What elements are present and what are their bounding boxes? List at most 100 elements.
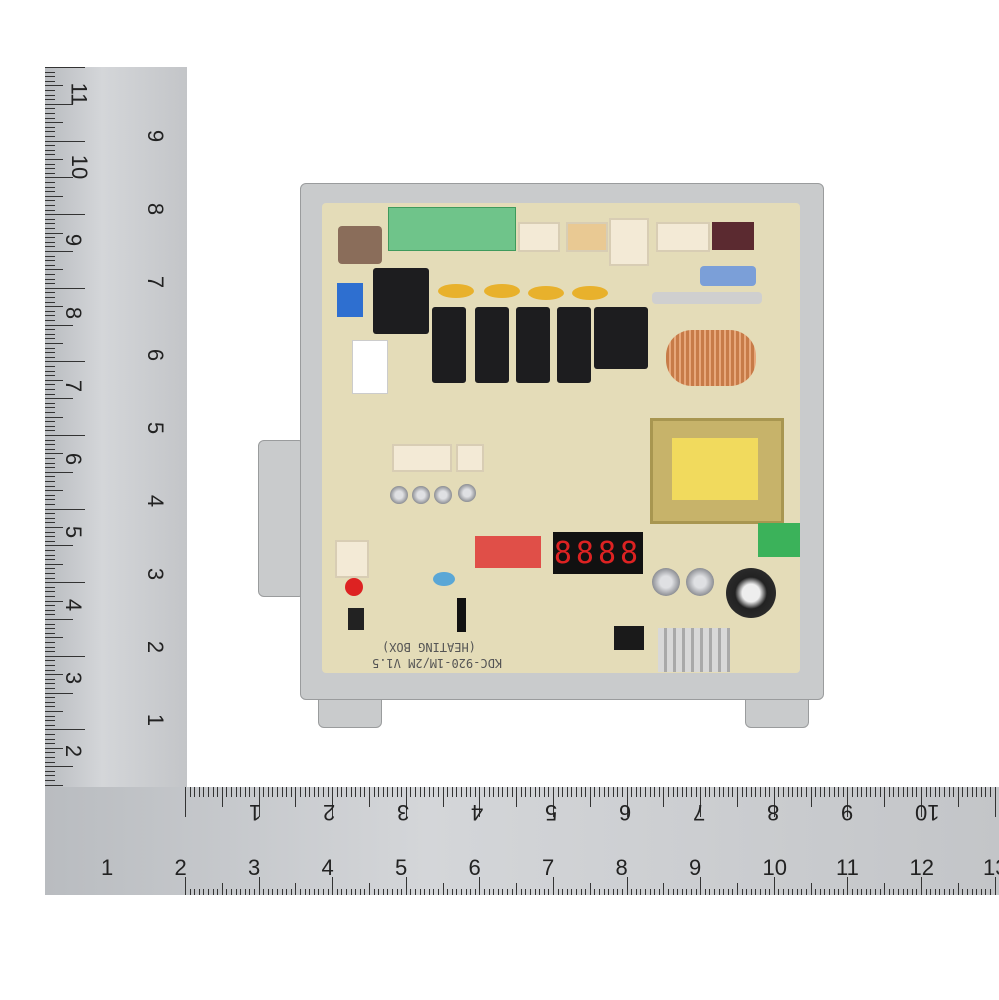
ruler-tick (585, 889, 587, 895)
ruler-tick (815, 889, 817, 895)
ruler-tick (778, 889, 780, 895)
ruler-tick (45, 642, 55, 643)
ruler-tick (45, 688, 55, 689)
ruler-tick (654, 889, 656, 895)
ruler-tick (45, 209, 55, 211)
ruler-tick (45, 660, 55, 662)
ruler-tick (323, 889, 324, 895)
ruler-tick (45, 784, 63, 786)
capacitor-1 (438, 284, 474, 298)
top-label: 4 (471, 800, 484, 825)
ruler-tick (819, 889, 821, 895)
ruler-tick (346, 787, 347, 797)
ruler-tick (520, 787, 522, 797)
red-led (345, 578, 363, 596)
ruler-tick (45, 200, 55, 202)
ruler-tick (231, 889, 232, 895)
ruler-tick (45, 283, 55, 285)
ruler-tick (787, 787, 789, 797)
top-label: 8 (767, 800, 780, 825)
ruler-tick (198, 889, 200, 895)
ruler-tick (244, 787, 246, 797)
ruler-tick (415, 787, 416, 797)
top-label: 3 (397, 800, 410, 825)
ruler-tick (45, 697, 55, 699)
ruler-tick (45, 494, 55, 496)
ruler-tick (686, 787, 688, 797)
ruler-tick (649, 787, 651, 797)
connector-cn3 (566, 222, 608, 252)
horizontal-ruler: 1234567891012345678910111213 (45, 787, 999, 895)
ruler-tick (433, 889, 435, 895)
ruler-tick (911, 787, 913, 797)
ruler-tick (45, 476, 55, 478)
ruler-tick (783, 787, 784, 797)
ruler-tick (45, 352, 55, 354)
ruler-tick (45, 706, 55, 708)
ruler-tick (235, 889, 237, 895)
ruler-tick (369, 883, 370, 895)
ruler-tick (45, 76, 55, 78)
push-button[interactable] (348, 608, 364, 630)
ruler-tick (378, 889, 380, 895)
ruler-tick (45, 182, 55, 183)
ruler-tick (45, 402, 55, 404)
ruler-tick (240, 889, 242, 895)
dip-switch[interactable] (475, 536, 541, 568)
ruler-tick (438, 787, 439, 797)
ruler-tick (45, 301, 55, 303)
ruler-tick (847, 787, 849, 817)
ruler-tick (369, 787, 370, 807)
ruler-tick (433, 787, 435, 797)
ruler-tick (45, 655, 85, 657)
ruler-tick (327, 787, 329, 797)
ruler-tick (626, 877, 628, 895)
ruler-tick (810, 787, 812, 807)
ruler-tick (769, 787, 771, 797)
ruler-tick (45, 310, 55, 312)
ruler-tick (231, 787, 232, 797)
ruler-tick (718, 889, 720, 895)
ruler-tick (45, 582, 85, 584)
ruler-tick (484, 889, 485, 895)
ruler-tick (626, 787, 628, 817)
ruler-tick (474, 787, 476, 797)
ruler-tick (45, 329, 55, 331)
inch-label: 8 (61, 306, 87, 320)
ruler-tick (45, 145, 55, 147)
ruler-tick (45, 517, 55, 519)
bottom-label: 5 (395, 855, 408, 880)
ruler-tick (235, 787, 237, 797)
ruler-tick (387, 787, 389, 797)
ruler-tick (990, 889, 991, 895)
ruler-tick (45, 724, 55, 726)
ruler-tick (45, 632, 55, 634)
ruler-tick (45, 113, 55, 114)
ruler-tick (787, 889, 789, 895)
cm-label: 3 (143, 567, 169, 581)
ruler-tick (45, 168, 55, 170)
ruler-tick (221, 883, 223, 895)
ruler-tick (553, 787, 554, 817)
ruler-tick (45, 131, 55, 133)
ruler-tick (428, 787, 430, 797)
ruler-tick (45, 237, 55, 239)
ruler-tick (45, 757, 55, 758)
ruler-tick (663, 883, 665, 895)
ruler-tick (45, 90, 55, 91)
ruler-tick (45, 370, 55, 372)
bottom-label: 1 (101, 855, 114, 880)
relay-2 (475, 307, 509, 383)
ruler-tick (695, 787, 697, 797)
ruler-tick (622, 787, 623, 797)
ruler-tick (332, 787, 334, 817)
ruler-tick (373, 889, 375, 895)
ruler-tick (45, 683, 55, 685)
ruler-tick (45, 743, 55, 745)
ruler-tick (185, 787, 186, 817)
ruler-tick (45, 108, 55, 110)
ruler-tick (45, 338, 55, 340)
ruler-tick (45, 628, 55, 630)
ruler-tick (45, 343, 63, 344)
ruler-tick (45, 665, 55, 666)
